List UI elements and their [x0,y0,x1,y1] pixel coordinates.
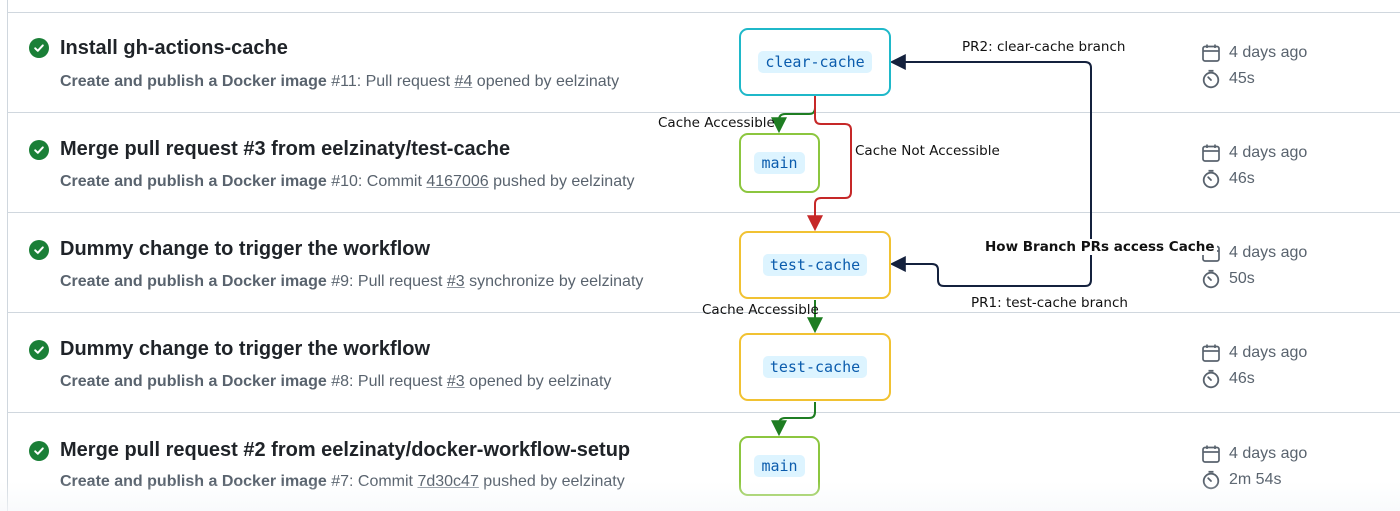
workflow-run-row[interactable]: Merge pull request #3 from eelzinaty/tes… [8,113,1400,213]
event-suffix: synchronize by eelzinaty [464,273,644,290]
branch-name: test-cache [762,254,868,276]
calendar-icon [1202,445,1220,463]
label-pr1: PR1: test-cache branch [971,295,1128,311]
run-number: #9 [331,273,349,290]
event-prefix: : Commit [357,173,427,190]
branch-box-main: main [739,436,820,496]
branch-name: clear-cache [758,51,872,73]
workflow-run-row[interactable]: Dummy change to trigger the workflow Cre… [8,313,1400,413]
calendar-icon [1202,344,1220,362]
branch-box-test-cache: test-cache [739,231,891,299]
run-meta: 4 days ago 50s [1201,240,1307,292]
run-description: Create and publish a Docker image #7: Co… [60,473,625,491]
workflow-runs-list: Install gh-actions-cache Create and publ… [7,0,1400,511]
run-date: 4 days ago [1229,44,1308,61]
run-date: 4 days ago [1229,445,1308,462]
run-number: #8 [331,373,349,390]
workflow-run-row[interactable]: Install gh-actions-cache Create and publ… [8,13,1400,113]
event-ref-link[interactable]: #3 [446,273,465,290]
run-title[interactable]: Merge pull request #2 from eelzinaty/doc… [60,439,631,461]
event-prefix: : Pull request [356,73,455,90]
workflow-name: Create and publish a Docker image [60,373,327,390]
label-cache-not-accessible: Cache Not Accessible [855,143,1000,159]
row-divider [8,312,1400,313]
run-meta: 4 days ago 46s [1201,340,1307,392]
workflow-name: Create and publish a Docker image [60,473,327,490]
run-date: 4 days ago [1229,244,1308,261]
label-cache-accessible-2: Cache Accessible [702,302,819,318]
run-duration: 46s [1229,170,1255,187]
calendar-icon [1202,44,1220,62]
label-cache-accessible: Cache Accessible [658,115,775,131]
event-suffix: pushed by eelzinaty [478,473,625,490]
check-circle-icon [29,340,49,360]
event-prefix: : Commit [349,473,418,490]
event-ref-link[interactable]: #4 [454,73,473,90]
run-duration: 50s [1229,270,1255,287]
run-description: Create and publish a Docker image #9: Pu… [60,273,643,291]
run-title[interactable]: Dummy change to trigger the workflow [60,238,431,260]
run-title[interactable]: Install gh-actions-cache [60,37,288,59]
run-date: 4 days ago [1229,144,1308,161]
run-title[interactable]: Merge pull request #3 from eelzinaty/tes… [60,138,511,160]
workflow-name: Create and publish a Docker image [60,73,327,90]
stopwatch-icon [1202,69,1220,89]
event-ref-link[interactable]: 4167006 [426,173,489,190]
run-description: Create and publish a Docker image #11: P… [60,73,619,91]
check-circle-icon [29,38,49,58]
stopwatch-icon [1202,369,1220,389]
run-duration: 2m 54s [1229,471,1282,488]
branch-box-test-cache: test-cache [739,333,891,401]
branch-box-main: main [739,133,820,193]
run-meta: 4 days ago 45s [1201,40,1307,92]
workflow-name: Create and publish a Docker image [60,173,327,190]
run-description: Create and publish a Docker image #10: C… [60,173,635,191]
stopwatch-icon [1202,269,1220,289]
row-divider [8,412,1400,413]
run-meta: 4 days ago 46s [1201,140,1307,192]
workflow-run-row[interactable]: Dummy change to trigger the workflow Cre… [8,213,1400,313]
branch-name: main [754,455,805,477]
run-number: #10 [331,173,358,190]
calendar-icon [1202,144,1220,162]
workflow-name: Create and publish a Docker image [60,273,327,290]
run-number: #11 [331,73,357,90]
row-divider [8,112,1400,113]
stopwatch-icon [1202,169,1220,189]
list-top-divider [8,12,1400,13]
check-circle-icon [29,140,49,160]
run-number: #7 [331,473,349,490]
stopwatch-icon [1202,470,1220,490]
row-divider [8,212,1400,213]
event-suffix: opened by eelzinaty [464,373,612,390]
event-suffix: opened by eelzinaty [472,73,620,90]
branch-box-clear-cache: clear-cache [739,28,891,96]
run-date: 4 days ago [1229,344,1308,361]
run-description: Create and publish a Docker image #8: Pu… [60,373,611,391]
event-ref-link[interactable]: 7d30c47 [417,473,479,490]
label-pr2: PR2: clear-cache branch [962,39,1126,55]
check-circle-icon [29,240,49,260]
event-suffix: pushed by eelzinaty [488,173,635,190]
run-title[interactable]: Dummy change to trigger the workflow [60,338,431,360]
run-meta: 4 days ago 2m 54s [1201,441,1307,493]
run-duration: 46s [1229,370,1255,387]
event-prefix: : Pull request [349,373,447,390]
workflow-run-row[interactable]: Merge pull request #2 from eelzinaty/doc… [8,413,1400,511]
event-ref-link[interactable]: #3 [446,373,465,390]
event-prefix: : Pull request [349,273,447,290]
run-duration: 45s [1229,70,1255,87]
diagram-heading: How Branch PRs access Cache [983,239,1217,255]
branch-name: test-cache [762,356,868,378]
branch-name: main [754,152,805,174]
check-circle-icon [29,441,49,461]
